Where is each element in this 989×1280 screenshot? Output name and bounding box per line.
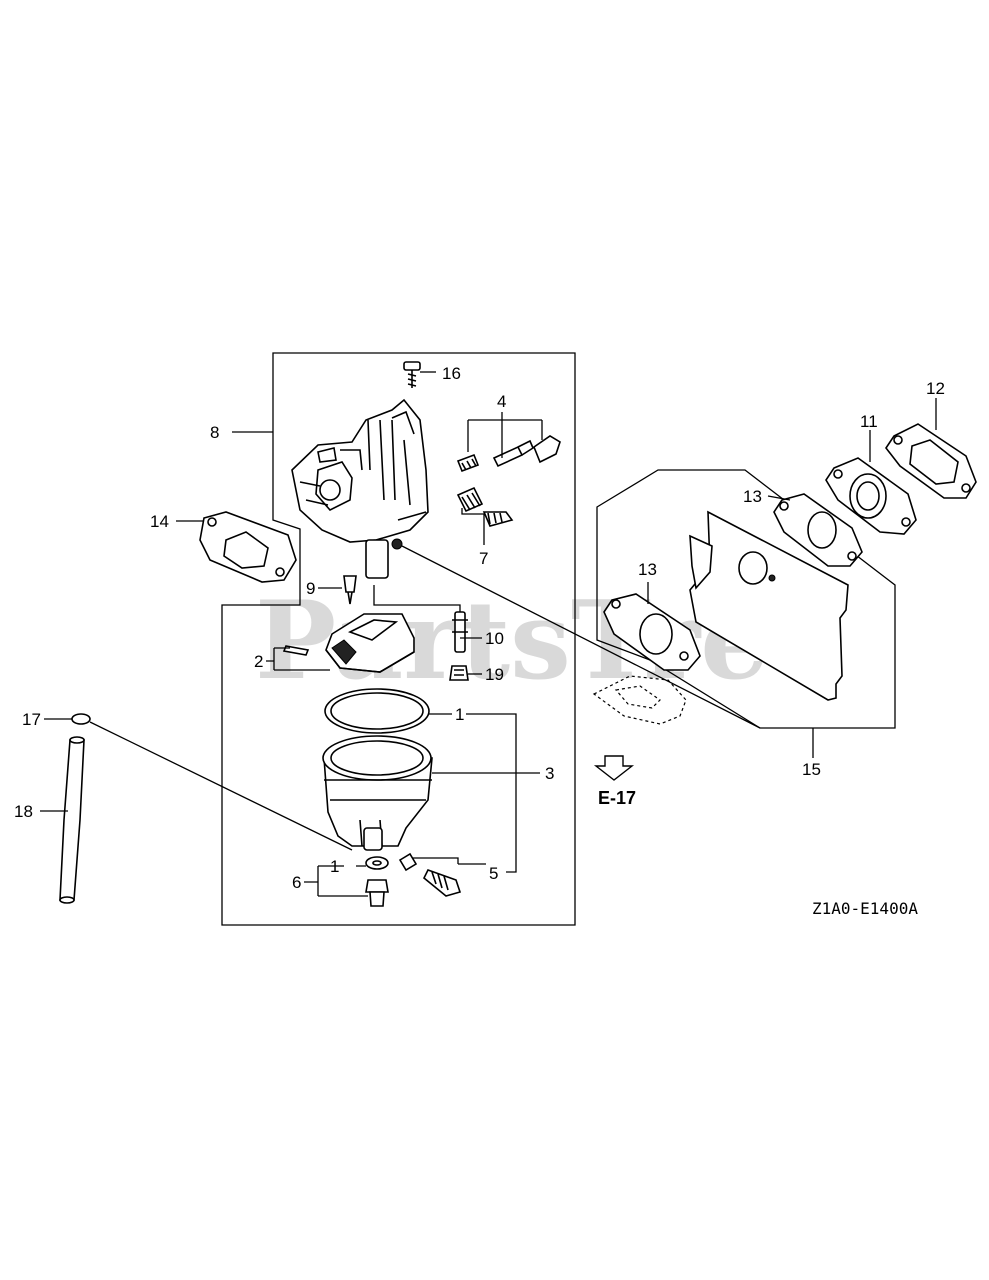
callout-6[interactable]: 6 <box>292 873 301 892</box>
callout-8[interactable]: 8 <box>210 423 219 442</box>
part-9-float-valve[interactable] <box>343 575 357 605</box>
part-1-float-bowl-gasket[interactable] <box>324 688 430 734</box>
callout-2[interactable]: 2 <box>254 652 263 671</box>
callout-12[interactable]: 12 <box>926 379 945 398</box>
part-15-insulator-plate[interactable] <box>689 510 849 701</box>
part-8-carburetor-body[interactable] <box>291 398 429 579</box>
carburetor-group-frame <box>221 352 576 926</box>
part-16-screw[interactable] <box>403 361 421 388</box>
part-18-drain-tube[interactable] <box>59 736 85 904</box>
callout-4[interactable]: 4 <box>497 392 506 411</box>
part-12-insulator-gasket[interactable] <box>885 423 977 499</box>
part-13-insulator-gasket-lower[interactable] <box>603 593 701 671</box>
callout-7[interactable]: 7 <box>479 549 488 568</box>
diagram-code: Z1A0-E1400A <box>812 899 918 918</box>
part-2-float-and-pin[interactable] <box>282 613 415 673</box>
callout-10[interactable]: 10 <box>485 629 504 648</box>
part-7-throttle-stop-screw[interactable] <box>456 486 514 527</box>
reference-part-outline <box>592 675 687 725</box>
callout-17[interactable]: 17 <box>22 710 41 729</box>
callout-18[interactable]: 18 <box>14 802 33 821</box>
part-3-float-bowl[interactable] <box>322 735 433 851</box>
part-11-carburetor-insulator[interactable] <box>825 457 917 535</box>
callout-15[interactable]: 15 <box>802 760 821 779</box>
part-13-insulator-gasket-upper[interactable] <box>773 493 863 567</box>
callout-9[interactable]: 9 <box>306 579 315 598</box>
part-17-tube-clip[interactable] <box>71 713 91 725</box>
part-19-main-jet[interactable] <box>449 665 469 681</box>
insulator-group-frame <box>596 469 896 729</box>
callout-3[interactable]: 3 <box>545 764 554 783</box>
callout-13-upper[interactable]: 13 <box>743 487 762 506</box>
callout-11[interactable]: 11 <box>860 412 878 431</box>
reference-arrow-icon <box>593 755 635 781</box>
callout-13-lower[interactable]: 13 <box>638 560 657 579</box>
callout-16[interactable]: 16 <box>442 364 461 383</box>
reference-label[interactable]: E-17 <box>598 788 636 808</box>
callout-1-gasket[interactable]: 1 <box>455 705 464 724</box>
part-5-drain-screw[interactable] <box>398 852 462 897</box>
part-14-carburetor-gasket[interactable] <box>199 511 297 583</box>
callout-1-washer[interactable]: 1 <box>330 857 339 876</box>
leader-lines <box>40 371 937 897</box>
callout-14[interactable]: 14 <box>150 512 169 531</box>
part-6-drain-bolt[interactable] <box>365 879 389 907</box>
callout-19[interactable]: 19 <box>485 665 504 684</box>
part-4-pilot-screw-set[interactable] <box>456 435 561 473</box>
part-1-drain-washer[interactable] <box>365 856 389 870</box>
part-10-main-nozzle[interactable] <box>452 611 468 653</box>
callout-5[interactable]: 5 <box>489 864 498 883</box>
